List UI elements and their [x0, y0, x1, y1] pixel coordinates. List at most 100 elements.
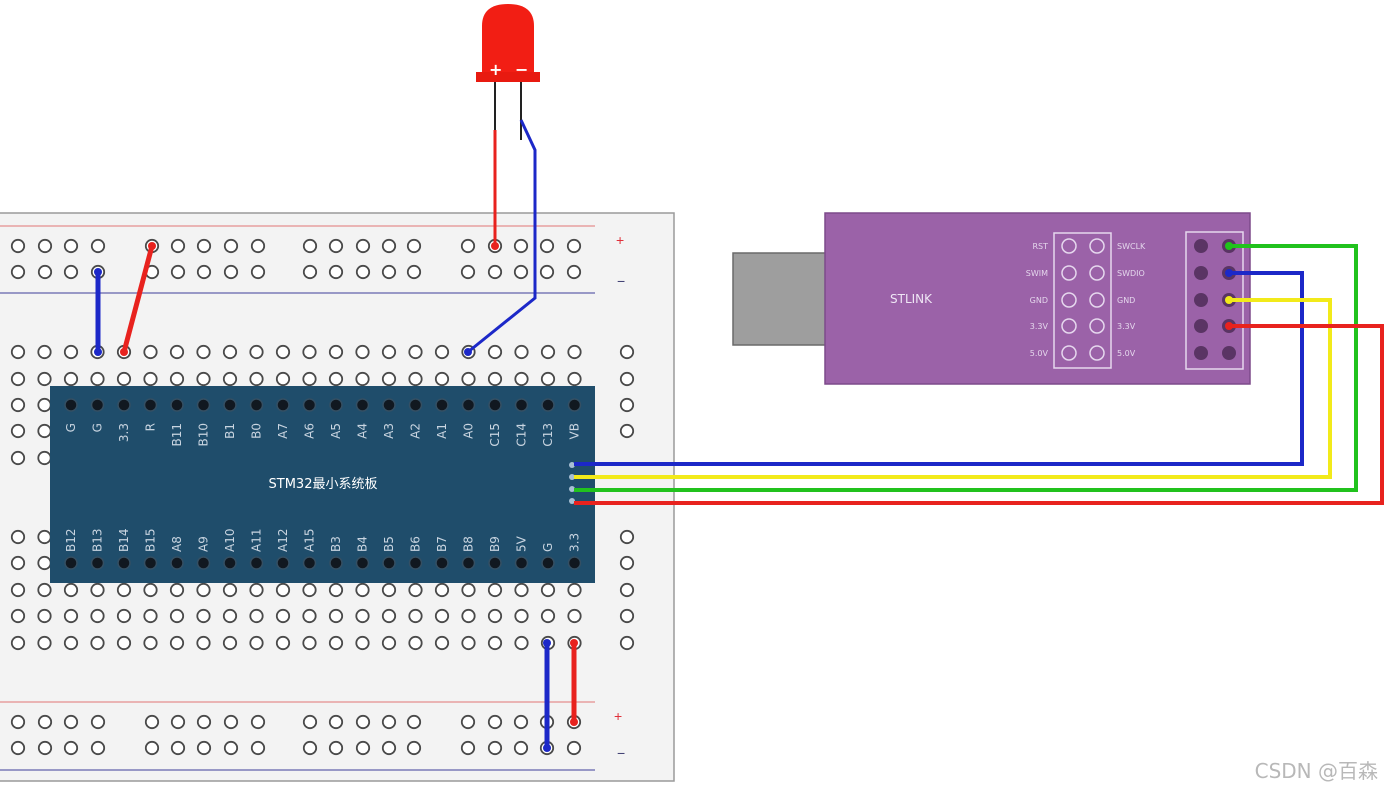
stm32-top-pin	[302, 398, 317, 412]
breadboard-hole	[408, 344, 423, 360]
breadboard-hole	[116, 635, 132, 651]
stm32-top-pin	[196, 398, 211, 412]
breadboard-hole	[460, 714, 476, 730]
breadboard-hole	[619, 529, 635, 545]
stm32-bottom-pin	[408, 556, 423, 570]
breadboard-hole	[460, 264, 476, 280]
stm32-bottom-pin-label: A11	[250, 529, 264, 552]
breadboard-hole	[434, 582, 450, 598]
breadboard-hole	[169, 582, 185, 598]
breadboard-hole	[169, 608, 185, 624]
breadboard-hole	[250, 740, 266, 756]
breadboard-hole	[408, 371, 423, 387]
breadboard-hole	[196, 740, 212, 756]
stm32-top-pin-row	[64, 398, 582, 412]
stlink-header-hole	[1061, 238, 1077, 254]
breadboard-hole	[408, 635, 423, 651]
stm32-top-pin	[435, 398, 449, 412]
breadboard-hole	[37, 344, 52, 360]
breadboard-hole	[169, 635, 185, 651]
breadboard-hole	[170, 264, 186, 280]
breadboard-hole	[63, 635, 79, 651]
stm32-bottom-pin	[435, 556, 449, 570]
breadboard-hole	[222, 582, 238, 598]
breadboard-hole	[196, 238, 212, 254]
breadboard-hole	[90, 635, 105, 651]
stm32-top-pin	[117, 398, 131, 412]
stm32-bottom-pin	[382, 556, 396, 570]
breadboard-hole	[461, 608, 476, 624]
breadboard-hole	[169, 344, 185, 360]
breadboard-hole	[355, 238, 371, 254]
stm32-top-pin	[143, 398, 158, 412]
breadboard-hole	[434, 371, 450, 387]
breadboard-hole	[355, 740, 371, 756]
led-body	[482, 4, 534, 76]
stlink-body	[824, 212, 1251, 385]
breadboard-hole	[63, 714, 79, 730]
stm32-top-pin-label: B1	[223, 423, 237, 439]
breadboard-hole	[540, 344, 556, 360]
breadboard-hole	[302, 714, 318, 730]
breadboard-hole	[90, 371, 105, 387]
breadboard-hole	[169, 371, 185, 387]
breadboard-hole	[10, 371, 26, 387]
stm32-bottom-pin-label: G	[541, 543, 555, 552]
breadboard-hole	[461, 371, 476, 387]
wire-swd-red	[574, 324, 1384, 505]
stm32-top-pin-label: A0	[462, 423, 476, 439]
breadboard-hole	[37, 450, 52, 466]
stm32-bottom-pin	[223, 556, 237, 570]
stm32-top-pin-label: A5	[329, 423, 343, 439]
breadboard-hole	[328, 582, 344, 598]
stlink-header-hole	[1061, 318, 1077, 334]
stm32-top-pin	[249, 398, 264, 412]
stlink-header-hole	[1089, 345, 1105, 361]
stm32-bottom-pin	[64, 556, 78, 570]
breadboard-hole	[143, 344, 158, 360]
breadboard-hole	[63, 264, 79, 280]
breadboard-hole	[328, 238, 344, 254]
breadboard-hole	[275, 371, 291, 387]
breadboard-hole	[381, 582, 397, 598]
stm32-top-pin	[170, 398, 184, 412]
stm32-top-pin-label: 3.3	[117, 423, 131, 442]
stlink-right-pin-label: 5.0V	[1117, 349, 1136, 358]
breadboard-hole	[381, 740, 397, 756]
breadboard-hole	[461, 582, 476, 598]
breadboard-hole	[302, 608, 317, 624]
breadboard-hole	[566, 740, 582, 756]
breadboard-hole	[566, 264, 582, 280]
stlink-left-pin-label: 3.3V	[1030, 322, 1049, 331]
stm32-top-pin	[355, 398, 370, 412]
stlink-left-pin-label: RST	[1032, 242, 1048, 251]
breadboard-hole	[381, 264, 397, 280]
breadboard-hole	[196, 608, 211, 624]
stm32-top-pin	[408, 398, 423, 412]
stm32-top-pin-label: C14	[515, 423, 529, 447]
breadboard-hole	[223, 714, 239, 730]
breadboard-hole	[302, 582, 317, 598]
breadboard-hole	[249, 371, 264, 387]
breadboard-hole	[223, 264, 239, 280]
stm32-top-pin	[567, 398, 582, 412]
breadboard-hole	[116, 371, 132, 387]
breadboard-hole	[406, 264, 422, 280]
led-base	[476, 72, 540, 82]
breadboard-hole	[513, 740, 529, 756]
breadboard-hole	[63, 371, 79, 387]
rail-sign-top-minus: −	[617, 273, 625, 289]
stm32-bottom-pin-label: B9	[488, 536, 502, 552]
stm32-top-pin-label: B11	[170, 423, 184, 447]
breadboard-hole	[355, 582, 370, 598]
stm32-bottom-pin	[488, 556, 502, 570]
breadboard-hole	[567, 344, 582, 360]
breadboard-hole	[355, 635, 370, 651]
breadboard-hole	[619, 397, 635, 413]
stm32-bottom-pin-label: B8	[462, 536, 476, 552]
breadboard-hole	[406, 714, 422, 730]
breadboard-hole	[328, 635, 344, 651]
stm32-top-pin-label: C15	[488, 423, 502, 447]
